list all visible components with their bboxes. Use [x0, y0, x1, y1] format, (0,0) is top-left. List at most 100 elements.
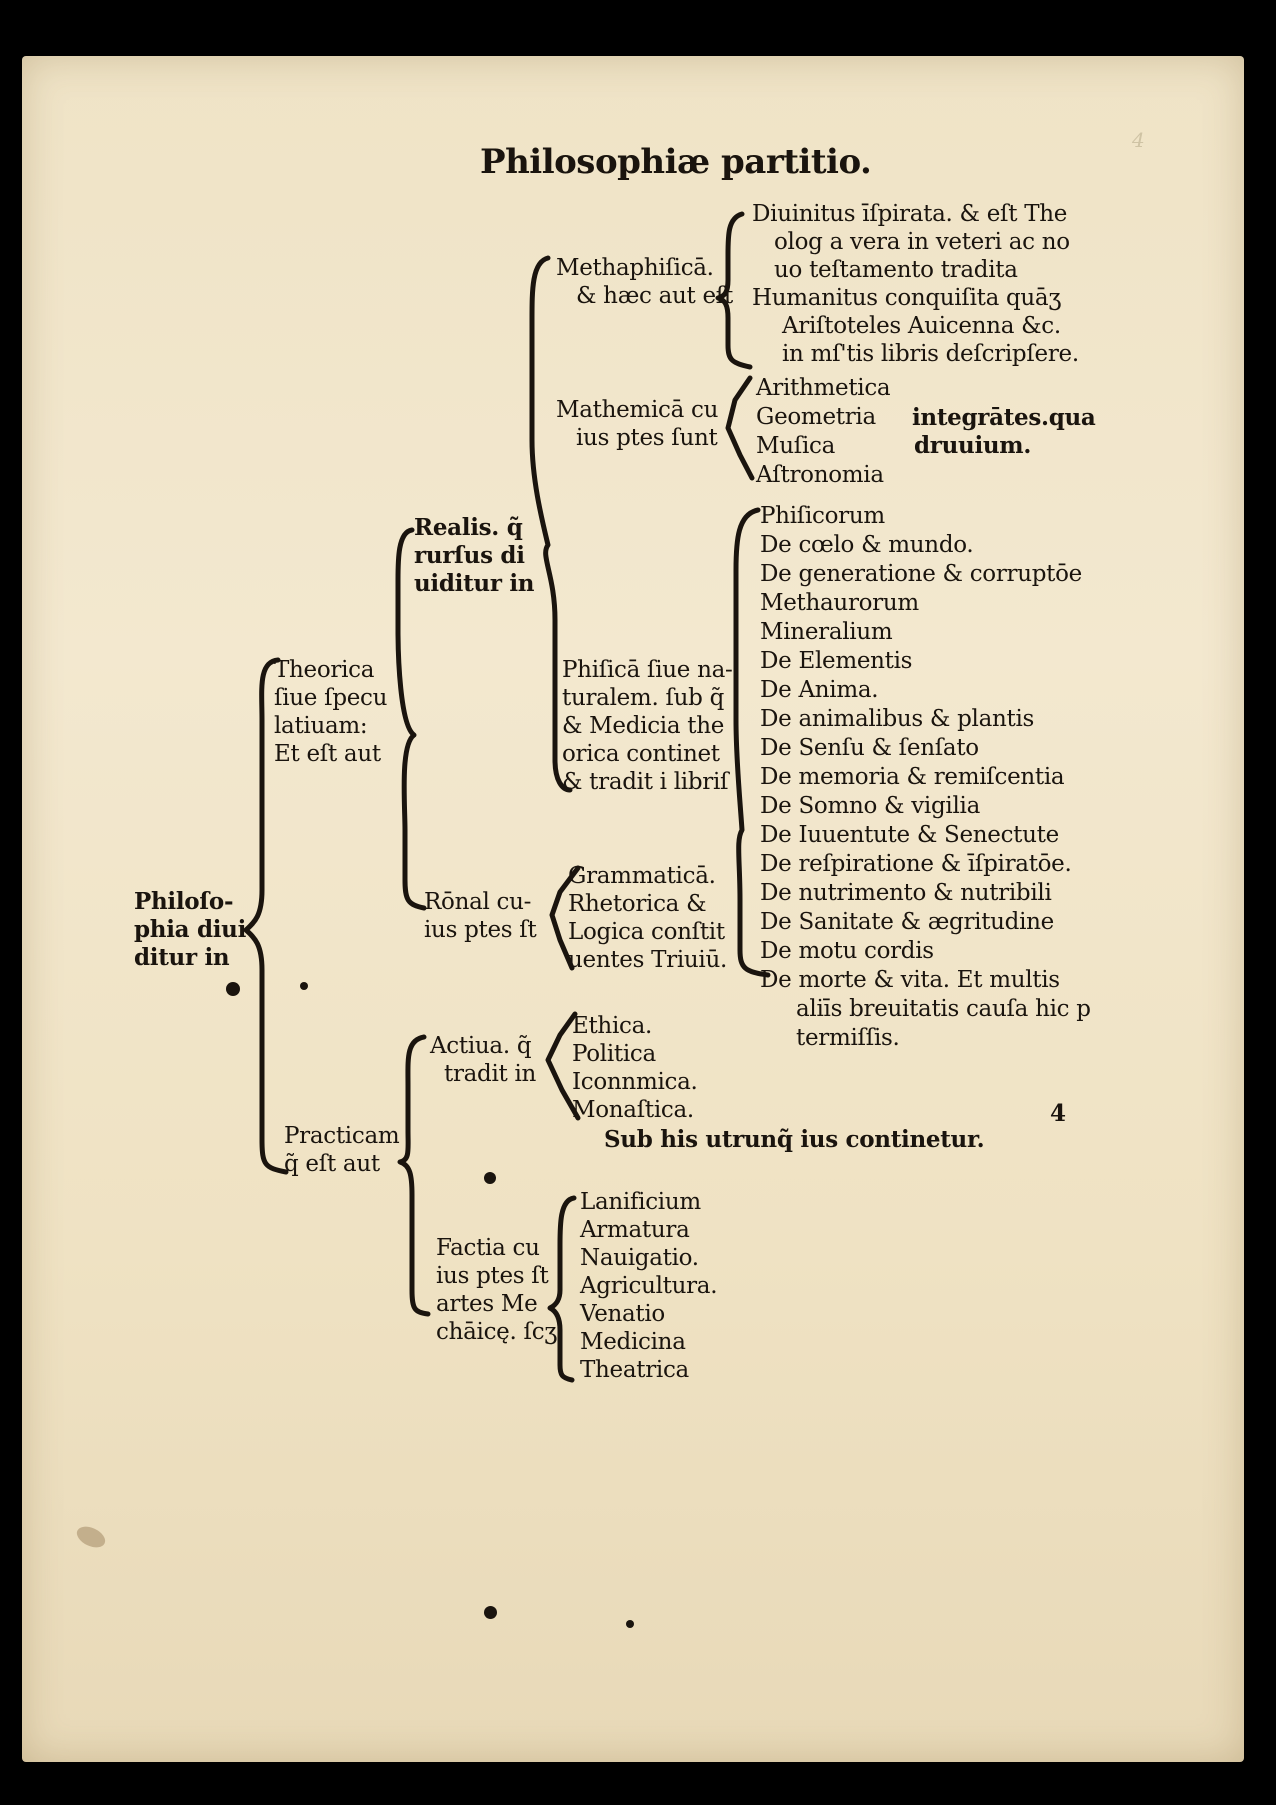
trivium-items: Grammaticā. Rhetorica & Logica conſtit u…: [568, 862, 727, 974]
mathematica-line: Mathemicā cu: [556, 397, 719, 423]
theorica-line: Et eſt aut: [274, 741, 381, 767]
physica-item: De Somno & vigilia: [760, 793, 980, 819]
physica-line: orica continet: [562, 741, 720, 767]
quadrivium-note: integrātes.qua druuium.: [912, 404, 1096, 460]
mathematica-item: Geometria: [756, 404, 876, 430]
metaphysica-label: Methaphiſicā. & hæc aut eſt: [556, 254, 733, 310]
factiva-line: chāicę. ſcʒ: [436, 1319, 557, 1345]
ink-dot: [626, 1620, 634, 1628]
factiva-item: Agricultura.: [580, 1273, 718, 1299]
physica-item: Phiſicorum: [760, 503, 885, 529]
book-page: [22, 56, 1244, 1762]
factiva-label: Factia cu ius ptes ſt artes Me chāicę. ſ…: [436, 1234, 557, 1346]
root-line: ditur in: [134, 944, 230, 971]
root-label: Philoſo- phia diui ditur in: [134, 888, 246, 972]
trivium-item: Logica conſtit: [568, 919, 725, 945]
realis-label: Realis. q̃ rurſus di uiditur in: [414, 514, 535, 598]
mathematica-item: Muſica: [756, 433, 836, 459]
factiva-line: ius ptes ſt: [436, 1263, 549, 1289]
physica-label: Phiſicā ſiue na- turalem. ſub q̃ & Medic…: [562, 656, 733, 796]
realis-line: uiditur in: [414, 570, 535, 597]
physica-items: Phiſicorum De cœlo & mundo. De generatio…: [760, 502, 1091, 1053]
physica-item: De nutrimento & nutribili: [760, 880, 1052, 906]
physica-item: De motu cordis: [760, 938, 934, 964]
mathematica-item: Arithmetica: [756, 375, 891, 401]
practica-line: q̃ eſt aut: [284, 1151, 380, 1177]
physica-item: De animalibus & plantis: [760, 706, 1035, 732]
metaphysica-item: uo teſtamento tradita: [774, 257, 1018, 283]
factiva-line: artes Me: [436, 1291, 538, 1317]
metaphysica-item: Diuinitus īſpirata. & eſt The: [752, 201, 1068, 227]
physica-item: De Anima.: [760, 677, 879, 703]
activa-item: Ethica.: [572, 1013, 653, 1039]
trivium-item: Rhetorica &: [568, 891, 707, 917]
physica-item: aliīs breuitatis cauſa hic p: [796, 996, 1091, 1022]
physica-item: De Sanitate & ægritudine: [760, 909, 1054, 935]
metaphysica-items: Diuinitus īſpirata. & eſt The olog a ver…: [752, 200, 1079, 368]
metaphysica-item: olog a vera in veteri ac no: [774, 229, 1070, 255]
activa-item: Politica: [572, 1041, 656, 1067]
realis-line: rurſus di: [414, 542, 525, 569]
rationalis-line: ius ptes ſt: [424, 917, 537, 943]
activa-line: Actiua. q̃: [430, 1033, 532, 1059]
root-line: phia diui: [134, 916, 247, 943]
factiva-item: Theatrica: [580, 1357, 689, 1383]
quadrivium-line: druuium.: [914, 432, 1032, 459]
physica-item: Methaurorum: [760, 590, 919, 616]
physica-line: & tradit i libriſ: [562, 769, 729, 795]
physica-item: De Elementis: [760, 648, 913, 674]
metaphysica-item: Ariſtoteles Auicenna &c.: [782, 313, 1061, 339]
mathematica-label: Mathemicā cu ius ptes ſunt: [556, 396, 718, 452]
practica-line: Practicam: [284, 1123, 400, 1149]
page-title: Philosophiæ partitio.: [480, 142, 872, 182]
root-line: Philoſo-: [134, 888, 234, 915]
activa-items: Ethica. Politica Iconnmica. Monaſtica.: [572, 1012, 698, 1124]
practica-label: Practicam q̃ eſt aut: [284, 1122, 400, 1178]
factiva-items: Lanificium Armatura Nauigatio. Agricultu…: [580, 1188, 718, 1384]
factiva-item: Lanificium: [580, 1189, 701, 1215]
quadrivium-line: integrātes.qua: [912, 404, 1096, 431]
metaphysica-item: Humanitus conquiſita quāʒ: [752, 285, 1062, 311]
physica-item: De morte & vita. Et multis: [760, 967, 1060, 993]
mathematica-item: Aſtronomia: [756, 462, 884, 488]
physica-item: De Iuuentute & Senectute: [760, 822, 1059, 848]
activa-label: Actiua. q̃ tradit in: [430, 1032, 536, 1088]
physica-line: Phiſicā ſiue na-: [562, 657, 733, 683]
ink-dot: [226, 982, 240, 996]
physica-item: De memoria & remiſcentia: [760, 764, 1065, 790]
activa-item: Iconnmica.: [572, 1069, 698, 1095]
mathematica-line: ius ptes ſunt: [576, 425, 718, 451]
trivium-item: uentes Triuiū.: [568, 947, 727, 973]
physica-item: termiſſis.: [796, 1025, 900, 1051]
ink-dot: [484, 1606, 497, 1619]
metaphysica-item: in mſ'tis libris deſcripſere.: [782, 341, 1079, 367]
physica-line: turalem. ſub q̃: [562, 685, 725, 711]
theorica-line: ſiue ſpecu: [274, 685, 388, 711]
activa-line: tradit in: [444, 1061, 537, 1087]
rationalis-line: Rōnal cu-: [424, 889, 532, 915]
factiva-item: Armatura: [580, 1217, 690, 1243]
factiva-line: Factia cu: [436, 1235, 540, 1261]
theorica-label: Theorica ſiue ſpecu latiuam: Et eſt aut: [274, 656, 387, 768]
factiva-item: Medicina: [580, 1329, 686, 1355]
physica-line: & Medicia the: [562, 713, 725, 739]
physica-item: De Senſu & ſenſato: [760, 735, 979, 761]
corner-page-number: 4: [1132, 128, 1145, 152]
rationalis-label: Rōnal cu- ius ptes ſt: [424, 888, 537, 944]
physica-item: De cœlo & mundo.: [760, 532, 974, 558]
mathematica-items: Arithmetica Geometria Muſica Aſtronomia: [756, 374, 891, 490]
theorica-line: Theorica: [274, 657, 375, 683]
factiva-item: Venatio: [580, 1301, 665, 1327]
theorica-line: latiuam:: [274, 713, 368, 739]
activa-item: Monaſtica.: [572, 1097, 694, 1123]
activa-note: Sub his utrunq̃ ius continetur.: [604, 1126, 985, 1153]
signature-mark: 4: [1050, 1100, 1066, 1127]
physica-item: Mineralium: [760, 619, 893, 645]
ink-dot: [300, 982, 308, 990]
realis-line: Realis. q̃: [414, 514, 523, 541]
metaphysica-line: & hæc aut eſt: [576, 283, 733, 309]
ink-dot: [484, 1172, 496, 1184]
factiva-item: Nauigatio.: [580, 1245, 699, 1271]
metaphysica-line: Methaphiſicā.: [556, 255, 714, 281]
trivium-item: Grammaticā.: [568, 863, 716, 889]
